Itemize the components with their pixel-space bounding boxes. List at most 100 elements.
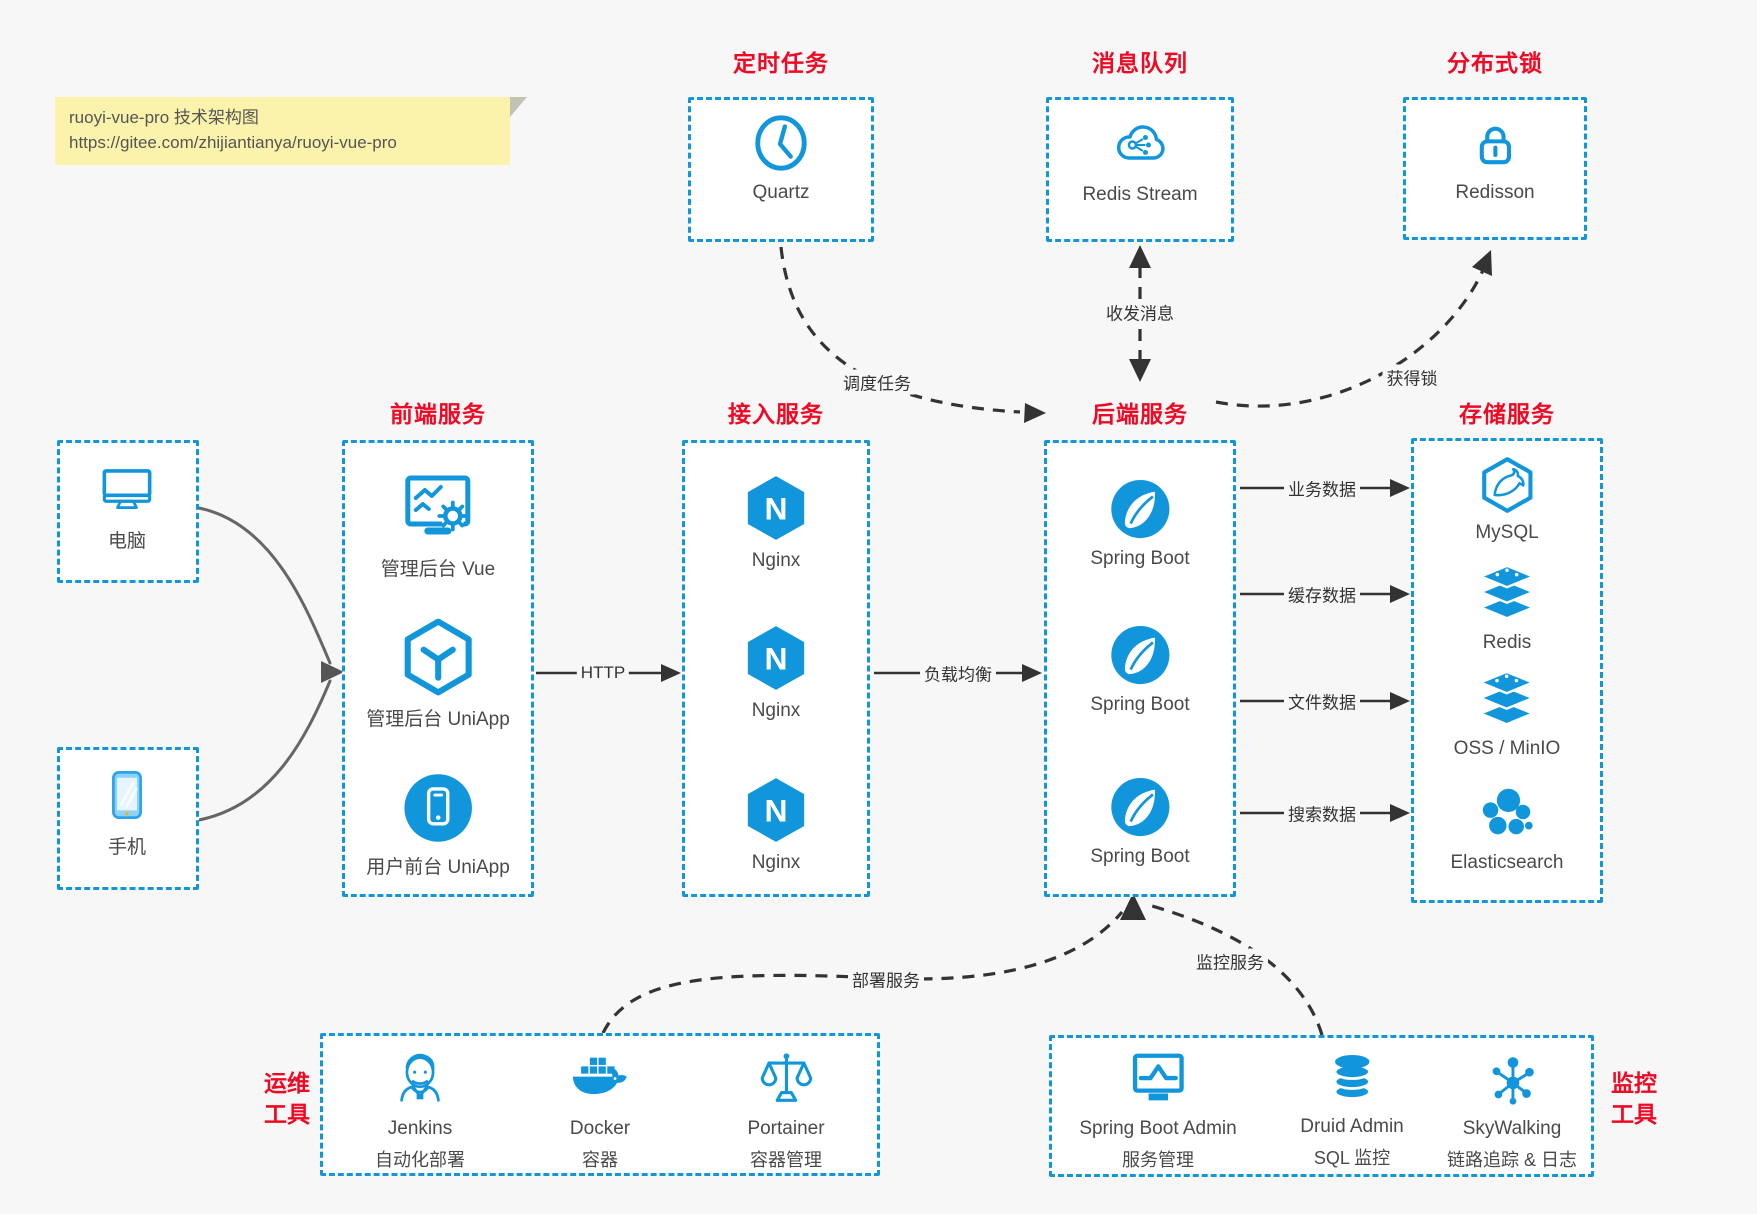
spring-icon [1110,777,1170,837]
nginx-icon: N [747,476,805,540]
deploy-monitor-arrowhead [1120,893,1146,920]
jenkins-desc: 自动化部署 [375,1150,465,1170]
redis-stream-node: Redis Stream [1082,112,1198,206]
cloud-share-icon [1116,125,1165,160]
computer-label: 电脑 [107,531,146,552]
send-receive-arrowhead-down [1129,359,1151,382]
redis-node: Redis [1476,562,1538,654]
nginx-label: Nginx [751,550,801,571]
schedule-task-arrowhead [1024,403,1046,423]
load-balance-edge-label: 负载均衡 [920,660,996,686]
docker-icon [572,1057,627,1095]
jenkins-node: Jenkins 自动化部署 [375,1048,465,1172]
spring-boot-label: Spring Boot [1090,846,1190,867]
group-title-backend: 后端服务 [1092,401,1188,427]
monitor-service-edge-label: 监控服务 [1192,948,1268,974]
load-balance-arrowhead [1022,664,1042,682]
sticky-note: ruoyi-vue-pro 技术架构图 https://gitee.com/zh… [55,97,527,165]
svg-text:N: N [764,491,787,527]
mysql-label: MySQL [1475,522,1539,543]
quartz-node: Quartz [750,112,812,204]
acquire-lock-edge-label: 获得锁 [1382,364,1442,390]
nginx-node: N Nginx [742,624,810,722]
admin-vue-icon [405,475,471,535]
group-title-lock: 分布式锁 [1447,50,1543,76]
cube-icon [404,618,472,696]
spring-boot-node: Spring Boot [1090,478,1190,570]
group-title-gateway: 接入服务 [728,401,824,427]
computer-node: 电脑 [98,460,156,553]
admin-vue-node: 管理后台 Vue [381,470,495,581]
search-data-edge-label: 搜索数据 [1284,800,1360,826]
docker-node: Docker 容器 [569,1048,631,1172]
quartz-label: Quartz [752,182,810,203]
elasticsearch-label: Elasticsearch [1450,852,1564,873]
group-title-storage: 存储服务 [1459,401,1555,427]
clock-icon [755,115,807,171]
oss-minio-label: OSS / MinIO [1453,738,1561,759]
cache-data-edge-label: 缓存数据 [1284,581,1360,607]
admin-vue-label: 管理后台 Vue [380,559,496,580]
admin-monitor-icon [1132,1053,1184,1101]
portainer-desc: 容器管理 [749,1150,822,1170]
nginx-node: N Nginx [742,474,810,572]
mq-group-box [1046,97,1234,242]
search-data-arrowhead [1390,804,1410,822]
phone-node: 手机 [98,766,156,859]
file-data-arrowhead [1390,692,1410,710]
computer-to-frontend-curve [197,506,332,665]
ops-tools-title: 运维 工具 [264,1070,310,1127]
elastic-icon [1482,788,1533,835]
skywalking-desc: 链路追踪 & 日志 [1446,1150,1578,1170]
business-data-arrowhead [1390,479,1410,497]
acquire-lock-curve [1215,267,1486,408]
redis-stream-label: Redis Stream [1082,184,1198,205]
http-edge-label: HTTP [576,663,630,683]
group-title-frontend: 前端服务 [390,401,486,427]
stack-icon [1477,670,1537,726]
cache-data-arrowhead [1390,585,1410,603]
spring-boot-label: Spring Boot [1090,548,1190,569]
mysql-icon [1481,457,1533,513]
druid-admin-label: Druid Admin [1300,1116,1404,1137]
database-icon [1333,1054,1371,1100]
nginx-label: Nginx [751,700,801,721]
redisson-label: Redisson [1455,182,1535,203]
svg-text:N: N [764,793,787,829]
group-title-mq: 消息队列 [1092,50,1188,76]
skywalking-node: SkyWalking 链路追踪 & 日志 [1447,1048,1577,1172]
nginx-icon: N [747,626,805,690]
user-uniapp-node: 用户前台 UniApp [366,772,510,879]
frontend-arrowhead [321,661,344,683]
acquire-lock-arrowhead [1472,250,1492,276]
spring-boot-admin-label: Spring Boot Admin [1079,1118,1237,1139]
docker-label: Docker [569,1118,631,1139]
nginx-label: Nginx [751,852,801,873]
monitoring-tools-title: 监控 工具 [1611,1070,1657,1127]
docker-desc: 容器 [582,1150,618,1170]
schedule-task-edge-label: 调度任务 [839,369,915,395]
user-uniapp-label: 用户前台 UniApp [366,857,510,878]
nginx-node: N Nginx [742,776,810,874]
file-data-edge-label: 文件数据 [1284,688,1360,714]
phone-label: 手机 [107,837,146,858]
druid-admin-node: Druid Admin SQL 监控 [1300,1050,1404,1170]
note-url: https://gitee.com/zhijiantianya/ruoyi-vu… [69,133,397,152]
elasticsearch-node: Elasticsearch [1451,782,1564,874]
storage-group-box [1411,438,1603,903]
portainer-label: Portainer [747,1118,825,1139]
spring-icon [1110,625,1170,685]
admin-uniapp-node: 管理后台 UniApp [366,618,510,731]
mysql-node: MySQL [1475,456,1539,544]
portainer-node: Portainer 容器管理 [747,1048,825,1172]
desktop-icon [102,469,152,509]
druid-admin-desc: SQL 监控 [1313,1148,1391,1168]
note-fold-corner [510,97,527,117]
nginx-icon: N [747,778,805,842]
jenkins-icon [400,1053,440,1102]
spring-boot-admin-node: Spring Boot Admin 服务管理 [1079,1048,1237,1172]
svg-text:N: N [764,641,787,677]
computer-box [57,440,199,583]
redisson-node: Redisson [1455,116,1535,204]
